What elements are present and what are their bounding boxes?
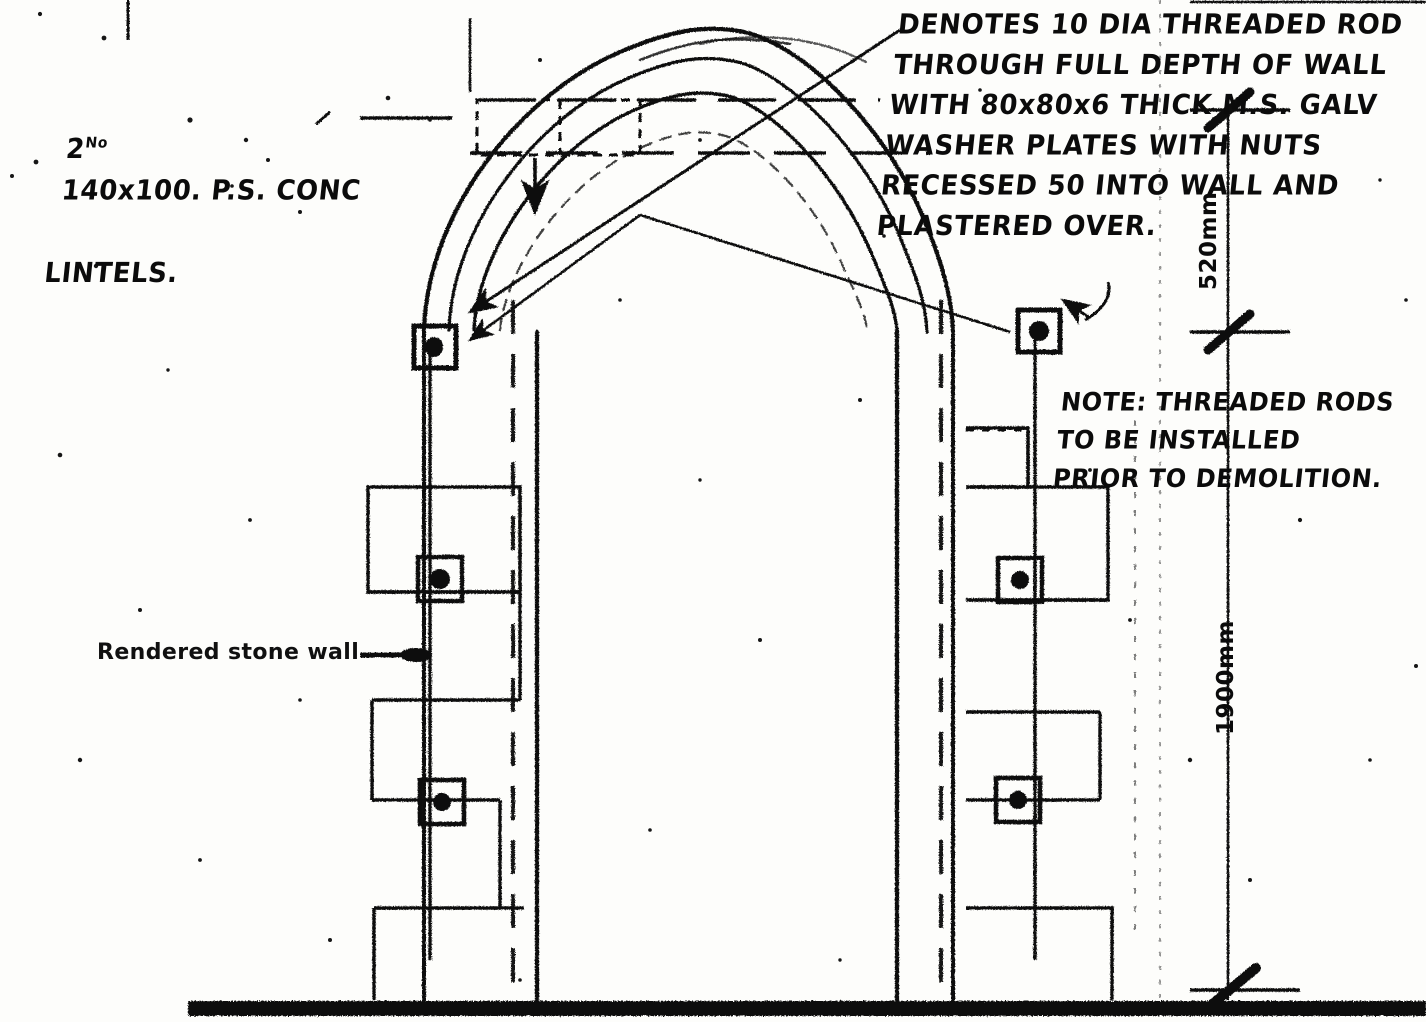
apex-overshoot-right xyxy=(698,36,868,64)
lintel-extension-lines xyxy=(360,98,930,216)
left-wall-stone-courses xyxy=(366,485,524,1000)
right-wall-stone-courses xyxy=(966,426,1114,1000)
washer-plate xyxy=(993,775,1043,825)
arch-ring-2 xyxy=(447,56,929,334)
dim-tick-top xyxy=(1203,87,1255,133)
leader-right-curl xyxy=(1084,281,1111,322)
right-jamb-detail xyxy=(966,428,1030,487)
arch-structure xyxy=(421,26,956,1003)
arch-ring-4 xyxy=(498,131,869,334)
course-r1 xyxy=(966,426,1030,489)
threaded-rod-annotation: DENOTES 10 DIA THREADED ROD THROUGH FULL… xyxy=(875,9,1405,243)
rendered-stone-wall-label: Rendered stone wall xyxy=(97,640,360,665)
washer-plates xyxy=(411,307,1063,827)
leader-to-left-plate xyxy=(467,28,901,314)
sheet-misc-marks xyxy=(126,0,1426,1000)
concrete-lintel xyxy=(475,98,642,157)
hidden-construction-lines xyxy=(511,300,943,1000)
leader-to-right-plate xyxy=(1060,298,1093,325)
washer-plate xyxy=(415,554,465,604)
installation-note: NOTE: THREADED RODS TO BE INSTALLED PRIO… xyxy=(1051,387,1396,494)
dimension-520mm: 520mm xyxy=(1196,191,1222,290)
course-r7 xyxy=(966,906,1114,1000)
washer-plate xyxy=(411,323,459,371)
leader-lines xyxy=(360,28,1111,658)
washer-plate xyxy=(1015,307,1063,355)
leader-mid-right xyxy=(639,213,1011,334)
lintel-left-leader-tick xyxy=(315,110,331,126)
ground-line xyxy=(188,1001,1426,1016)
dim-tick-bottom xyxy=(1205,963,1261,1011)
leader-mid-left xyxy=(467,213,641,342)
lintel-word: LINTELS. xyxy=(42,257,180,290)
arch-extrados xyxy=(421,26,956,335)
washer-plate xyxy=(995,555,1045,605)
lintel-spec: 140x100. P.S. CONC xyxy=(60,174,363,207)
lintel-quantity-suffix: No xyxy=(84,135,109,152)
dimension-1900mm: 1900mm xyxy=(1213,620,1239,735)
course-r2 xyxy=(966,485,1110,602)
washer-plate xyxy=(417,777,467,827)
dim-tick-mid xyxy=(1203,309,1255,355)
dimension-line-group xyxy=(1190,87,1300,1011)
lintel-annotation: 2No 140x100. P.S. CONC LINTELS. xyxy=(4,88,372,377)
lintel-quantity: 2 xyxy=(64,133,87,166)
wall-label-arrow-blob xyxy=(400,648,432,662)
jamb-detail-box xyxy=(966,428,1030,487)
